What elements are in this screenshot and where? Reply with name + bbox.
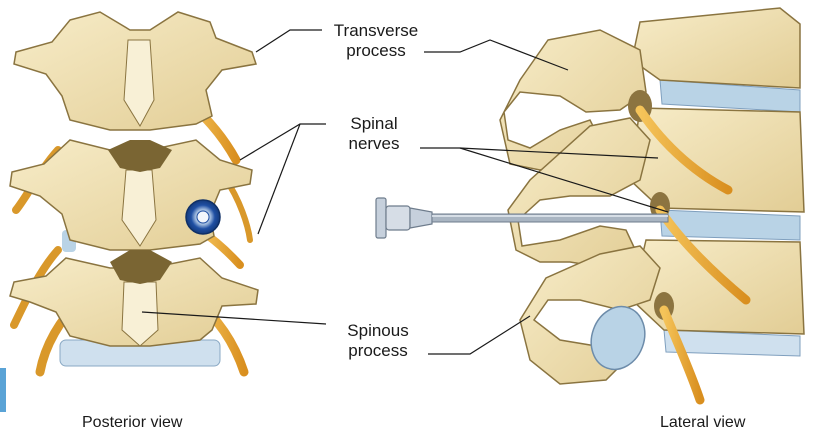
posterior-view-caption: Posterior view xyxy=(82,414,182,432)
posterior-element xyxy=(508,118,650,268)
transverse-process-label-line2: process xyxy=(326,41,426,61)
vertebral-body xyxy=(632,8,800,88)
lateral-view-illustration xyxy=(376,8,804,400)
needle-lumen xyxy=(197,211,209,223)
spinal-nerves-label-line2: nerves xyxy=(330,134,418,154)
spinous-process-label-line1: Spinous xyxy=(330,321,426,341)
lateral-view-caption: Lateral view xyxy=(660,414,745,432)
spinal-nerves-label: Spinal nerves xyxy=(330,114,418,154)
transverse-process-label-line1: Transverse xyxy=(326,21,426,41)
spinal-nerves-label-line1: Spinal xyxy=(330,114,418,134)
spinous-process-label: Spinous process xyxy=(330,321,426,361)
transverse-process-label: Transverse process xyxy=(326,21,426,61)
vertebral-body xyxy=(632,240,804,334)
posterior-view-illustration xyxy=(10,12,258,372)
spinous-process-label-line2: process xyxy=(330,341,426,361)
edge-tab xyxy=(0,368,6,412)
